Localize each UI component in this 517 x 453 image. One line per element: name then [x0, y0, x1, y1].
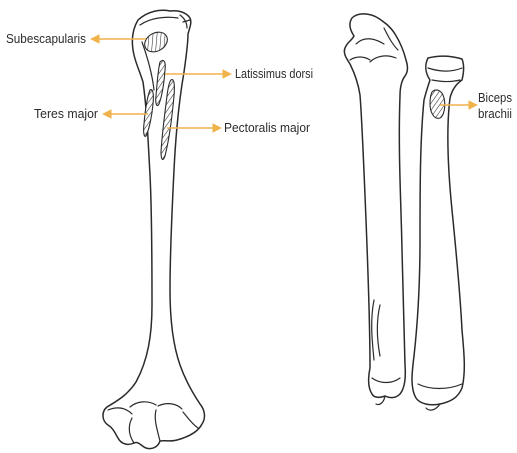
biceps-label-line1: Biceps — [478, 91, 512, 105]
latissimus-dorsi-label: Latissimus dorsi — [235, 67, 313, 81]
ulna — [344, 14, 407, 405]
biceps-label-line2: brachii — [478, 107, 512, 121]
biceps-brachii-insertion — [430, 90, 445, 118]
pectoralis-major-label: Pectoralis major — [224, 121, 310, 135]
teres-major-label: Teres major — [34, 107, 98, 121]
subescapularis-label: Subescapularis — [6, 32, 86, 46]
humerus — [103, 10, 204, 448]
